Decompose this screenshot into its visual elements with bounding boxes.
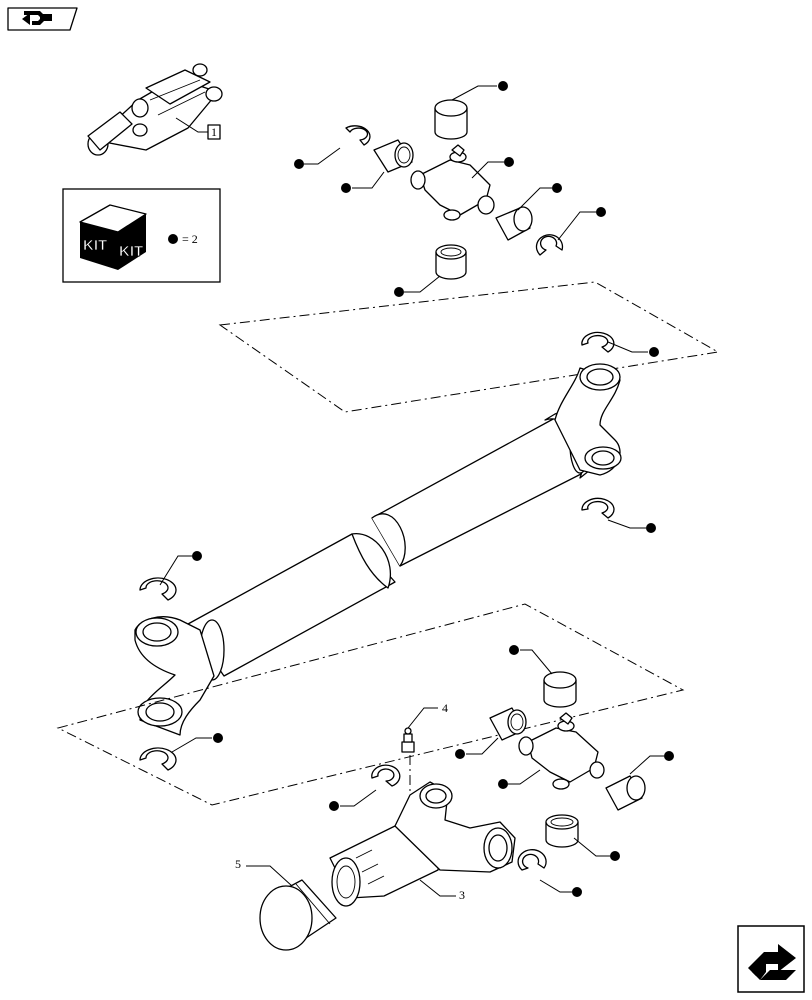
arrow-back-icon: [22, 11, 52, 25]
kit-legend-dot: [168, 234, 178, 244]
upper-needle-bearing-left: [373, 139, 414, 173]
dust-cap-callout-number: 5: [235, 857, 241, 871]
callout-dot-upper-bearing-bottom: [394, 287, 404, 297]
upper-joint-boundary: [218, 281, 720, 413]
kit-icon: KIT KIT: [79, 204, 147, 270]
snap-ring-upper-right: [581, 331, 615, 353]
kit-label-right: KIT: [119, 243, 143, 260]
callout-dot-upper-cross: [504, 157, 514, 167]
lower-joint-boundary: [56, 603, 685, 806]
lower-bearing-cap-right: [605, 775, 646, 811]
driveshaft-yoke-lower-left: [134, 616, 215, 736]
driveshaft-assembly-thumbnail: [87, 63, 223, 156]
upper-bearing-cap-top: [434, 99, 468, 140]
callout-dot-ring-upper-right: [649, 347, 659, 357]
arrow-forward-icon: [748, 944, 796, 980]
assembly-callout-number: 1: [211, 125, 217, 139]
driveshaft-yoke-upper-right: [554, 363, 622, 476]
callout-dot-upper-ring-right: [596, 207, 606, 217]
kit-legend-text: = 2: [182, 232, 198, 246]
forward-navigation-button[interactable]: [737, 925, 805, 993]
slip-yoke-dust-cap: [259, 879, 337, 951]
upper-snap-ring-left: [345, 125, 371, 146]
lower-universal-cross: [518, 712, 605, 790]
lower-snap-ring-left: [371, 764, 401, 787]
grease-fitting: [401, 727, 415, 753]
grease-fitting-callout-number: 4: [442, 701, 448, 715]
callout-dot-lower-bearing-bottom: [610, 851, 620, 861]
driveshaft-tube-left-section: [187, 533, 396, 681]
snap-ring-upper-left: [139, 577, 177, 601]
slip-yoke-callout-number: 3: [459, 888, 465, 902]
lower-snap-ring-right: [517, 849, 547, 871]
callout-dot-upper-cap-top: [498, 81, 508, 91]
callout-dot-ring-upper-left: [192, 551, 202, 561]
callout-dot-ring-lower-right: [646, 523, 656, 533]
upper-universal-cross: [410, 144, 495, 221]
lower-needle-bearing-bottom: [545, 814, 579, 848]
callout-dot-lower-cap-right: [664, 751, 674, 761]
callout-dot-ring-lower-left: [213, 733, 223, 743]
callout-dot-upper-cap-right: [552, 183, 562, 193]
driveshaft-tube-right-section: [371, 411, 593, 567]
kit-box-frame: [62, 188, 221, 283]
callout-dot-lower-ring-left: [329, 801, 339, 811]
lower-bearing-cap-top: [543, 671, 577, 708]
lower-needle-bearing-left: [489, 707, 527, 741]
upper-snap-ring-right: [535, 234, 564, 256]
snap-ring-lower-right: [581, 497, 615, 519]
back-navigation-button[interactable]: [7, 7, 78, 31]
snap-ring-lower-left: [139, 747, 177, 771]
callout-dot-lower-cap-top: [509, 645, 519, 655]
upper-needle-bearing-bottom: [435, 244, 467, 280]
callout-dot-lower-cross: [498, 779, 508, 789]
callout-dot-lower-ring-right: [572, 887, 582, 897]
callout-dot-upper-ring-left: [294, 159, 304, 169]
kit-label-left: KIT: [83, 237, 107, 254]
callout-dot-upper-bearing-left: [341, 183, 351, 193]
slip-yoke: [329, 781, 516, 907]
callout-dot-lower-bearing-left: [455, 749, 465, 759]
upper-bearing-cap-right: [495, 206, 533, 241]
